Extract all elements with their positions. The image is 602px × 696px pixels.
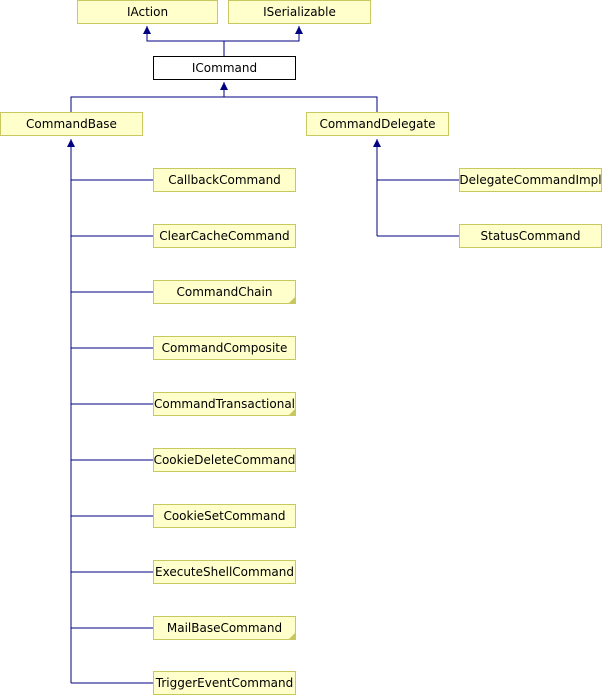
- edge-commanddelegate-icommand: [224, 96, 378, 112]
- node-icommand: ICommand: [153, 56, 296, 80]
- node-commandbase[interactable]: CommandBase: [0, 112, 143, 136]
- node-commandcomposite[interactable]: CommandComposite: [153, 336, 296, 360]
- arrowhead-commandbase: [67, 139, 75, 147]
- arrowhead-iaction: [143, 26, 151, 34]
- node-triggereventcommand[interactable]: TriggerEventCommand: [153, 671, 296, 695]
- node-clearcachecommand[interactable]: ClearCacheCommand: [153, 224, 296, 248]
- arrowhead-iserializable: [295, 26, 303, 34]
- node-executeshellcommand[interactable]: ExecuteShellCommand: [153, 560, 296, 584]
- node-mailbasecommand[interactable]: MailBaseCommand: [153, 616, 296, 640]
- node-cookiesetcommand[interactable]: CookieSetCommand: [153, 504, 296, 528]
- edge-commandbase-icommand: [70, 82, 225, 112]
- node-commanddelegate[interactable]: CommandDelegate: [306, 112, 449, 136]
- node-iaction[interactable]: IAction: [77, 0, 218, 24]
- arrowhead-icommand: [220, 82, 228, 90]
- node-cookiedeletecommand[interactable]: CookieDeleteCommand: [153, 448, 296, 472]
- arrowhead-commanddelegate: [373, 139, 381, 147]
- node-commandchain[interactable]: CommandChain: [153, 280, 296, 304]
- node-statuscommand[interactable]: StatusCommand: [459, 224, 602, 248]
- edge-icommand-iaction: [146, 26, 225, 56]
- node-commandtransactional[interactable]: CommandTransactional: [153, 392, 296, 416]
- node-delegatecommandimpl[interactable]: DelegateCommandImpl: [459, 168, 602, 192]
- node-iserializable[interactable]: ISerializable: [228, 0, 371, 24]
- node-callbackcommand[interactable]: CallbackCommand: [153, 168, 296, 192]
- edge-icommand-iserializable: [224, 26, 300, 42]
